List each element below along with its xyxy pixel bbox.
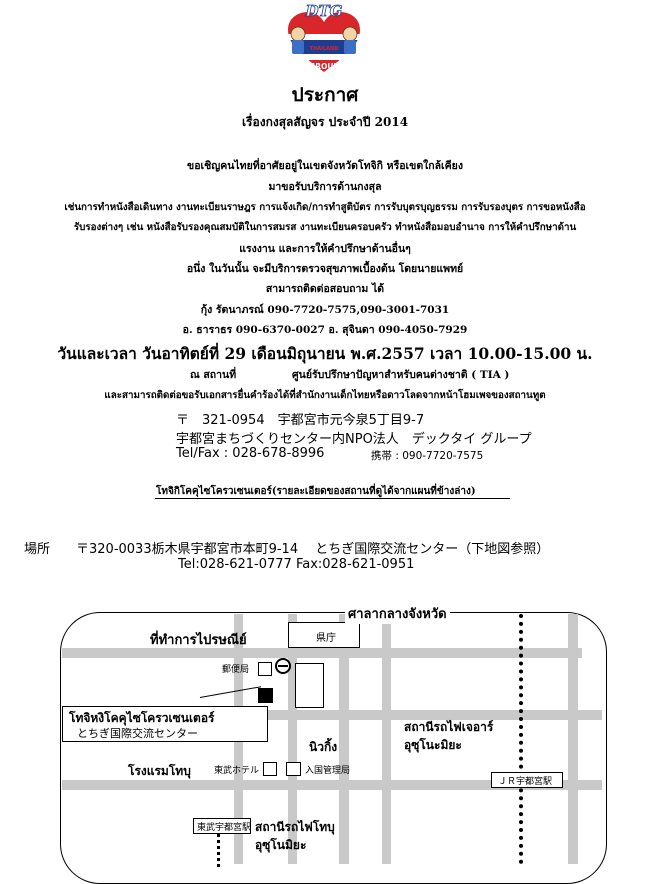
body-line: อนึ่ง ในวันนั้น จะมีบริการตรวจสุขภาพเบื้…	[186, 263, 464, 275]
tobu-station-jp: 東武宇都宮駅	[197, 823, 252, 833]
center-label-box: โทจิหงิโคคุไซโครวเซนเตอร์ とちぎ国際交流センター	[62, 706, 268, 742]
center-marker	[258, 688, 273, 703]
venue-label: ณ สถานที่	[190, 369, 237, 381]
location-heading: โทจิกิโคคุไซโครวเซนเตอร์(รายละเอียดของสถ…	[156, 486, 476, 497]
hotel-jp: 東武ホテル	[214, 766, 260, 776]
tobu-station-th-line2: อุซุโนมิยะ	[255, 838, 307, 852]
postal-address: 〒 321-0954 宇都宮市元今泉5丁目9-7	[176, 413, 425, 428]
map-road	[568, 614, 578, 864]
place-tel-fax: Tel:028-621-0777 Fax:028-621-0951	[178, 557, 415, 572]
place-address: 〒320-0033栃木県宇都宮市本町9-14 とちぎ国際交流センター（下地図参照…	[76, 542, 550, 557]
venue-value: ศูนย์รับปรึกษาปัญหาสำหรับคนต่างชาติ ( TI…	[292, 369, 510, 381]
jr-station-box: ＪＲ宇都宮駅	[491, 772, 563, 788]
logo-top-text: DTG	[305, 2, 343, 21]
map-road	[339, 614, 349, 864]
page-subtitle: เรื่องกงสุลสัญจร ประจำปี 2014	[241, 115, 409, 129]
immigration-jp: 入国管理局	[305, 766, 351, 776]
dekthai-group-logo: DTG THAILAND DEKTHAI GROUP	[274, 2, 374, 74]
jr-station-jp: ＪＲ宇都宮駅	[498, 777, 553, 787]
niwagi-label: นิวกิ้ง	[309, 740, 338, 754]
jr-station-th-line1: สถานีรถไฟเจอาร์	[404, 720, 494, 734]
map-road	[382, 614, 391, 864]
prefecture-office-jp: 県庁	[316, 633, 336, 644]
post-office-icon	[275, 658, 291, 674]
prefecture-office-th: ศาลากลางจังหวัด	[345, 603, 450, 624]
tobu-station-th-line1: สถานีรถไฟโทบุ	[255, 820, 335, 834]
page-title: ประกาศ	[291, 84, 359, 106]
prefecture-office-building	[288, 622, 360, 648]
body-line: รับรองต่างๆ เช่น หนังสือรับรองคุณสมบัติใ…	[73, 222, 577, 233]
post-office-jp: 郵便局	[222, 665, 250, 675]
logo-small-text: THAILAND	[309, 46, 339, 52]
mobile-number: 携帯 : 090-7720-7575	[371, 450, 484, 462]
contact-line: กุ้ง รัตนาภรณ์ 090-7720-7575,090-3001-70…	[200, 304, 450, 316]
hotel-th: โรงแรมโทบุ	[128, 764, 191, 778]
block-building	[295, 663, 324, 708]
contact-line: อ. ธาราธร 090-6370-0027 อ. สุจินดา 090-4…	[182, 324, 468, 336]
map-road	[62, 780, 602, 790]
body-line: ขอเชิญคนไทยที่อาศัยอยู่ในเขตจังหวัดโทจิก…	[187, 160, 463, 172]
place-label: 場所	[24, 542, 51, 557]
hotel-building	[263, 762, 277, 776]
body-line: เช่นการทำหนังสือเดินทาง งานทะเบียนราษฎร …	[64, 202, 586, 213]
map-road	[62, 648, 582, 658]
body-line: แรงงาน และการให้คำปรึกษาด้านอื่นๆ	[239, 243, 411, 255]
logo-bottom-text: DEKTHAI GROUP	[305, 53, 343, 71]
center-jp: とちぎ国際交流センター	[77, 727, 198, 740]
map-road	[288, 614, 297, 864]
organization-name: 宇都宮まちづくりセンター内NPO法人 デックタイ グループ	[176, 432, 532, 447]
jr-station-th-line2: อุซุโนะมิยะ	[404, 738, 462, 752]
post-office-building	[258, 662, 272, 676]
tobu-railway-line	[217, 834, 220, 867]
jr-railway-line	[519, 614, 523, 864]
tobu-station-box: 東武宇都宮駅	[193, 818, 251, 834]
post-office-th: ที่ทำการไปรษณีย์	[150, 633, 247, 648]
heading-underline	[155, 498, 510, 499]
immigration-building	[286, 762, 301, 776]
map-road	[62, 710, 602, 720]
tel-fax: Tel/Fax : 028-678-8996	[176, 446, 325, 461]
center-th: โทจิหงิโคคุไซโครวเซนเตอร์	[69, 711, 215, 725]
body-line: มาขอรับบริการด้านกงสุล	[268, 181, 382, 193]
event-datetime: วันและเวลา วันอาทิตย์ที่ 29 เดือนมิถุนาย…	[57, 344, 593, 363]
embassy-note: และสามารถติดต่อขอรับเอกสารยื่นคำร้องได้ท…	[104, 390, 546, 401]
body-line: สามารถติดต่อสอบถาม ได้	[265, 283, 385, 295]
